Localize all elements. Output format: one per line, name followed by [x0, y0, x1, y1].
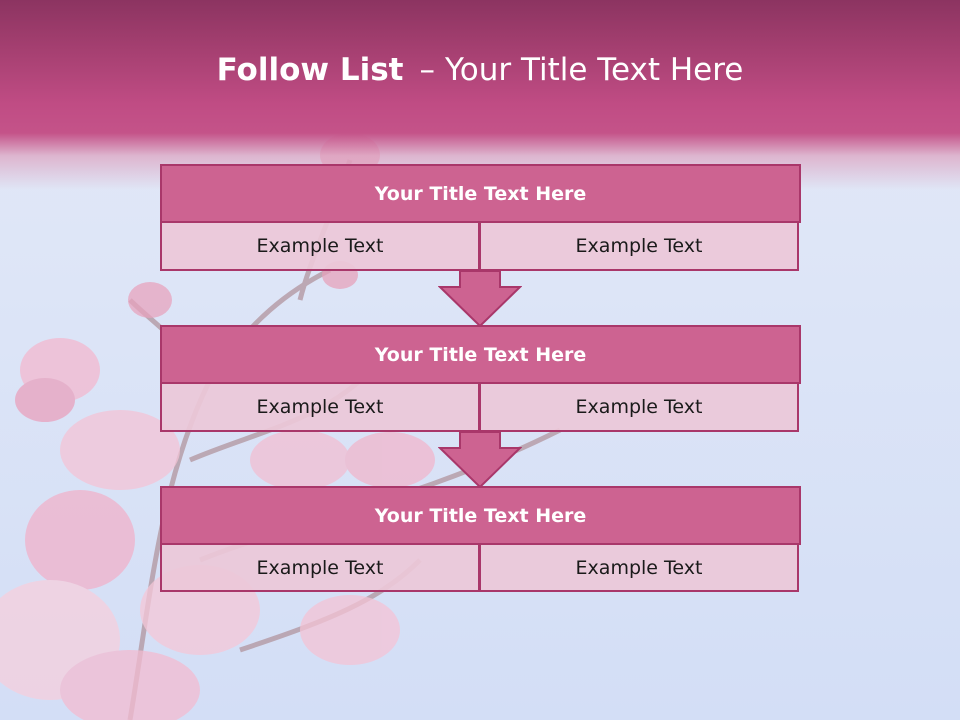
slide-title-rest: Your Title Text Here — [444, 52, 744, 88]
slide-title-separator: – — [419, 52, 435, 88]
block-cell-right[interactable]: Example Text — [479, 221, 799, 271]
block-cell-left[interactable]: Example Text — [160, 221, 480, 271]
title-banner — [0, 0, 960, 190]
slide-title-bold: Follow List — [216, 52, 404, 88]
block-cell-left[interactable]: Example Text — [160, 382, 480, 432]
block-cell-right[interactable]: Example Text — [479, 382, 799, 432]
block-cell-right[interactable]: Example Text — [479, 543, 799, 592]
block-title[interactable]: Your Title Text Here — [160, 164, 801, 223]
block-title[interactable]: Your Title Text Here — [160, 325, 801, 384]
down-arrow-icon — [438, 431, 522, 489]
block-cell-left[interactable]: Example Text — [160, 543, 480, 592]
down-arrow-icon — [438, 270, 522, 328]
slide-title: Follow List–Your Title Text Here — [0, 52, 960, 88]
block-title[interactable]: Your Title Text Here — [160, 486, 801, 545]
